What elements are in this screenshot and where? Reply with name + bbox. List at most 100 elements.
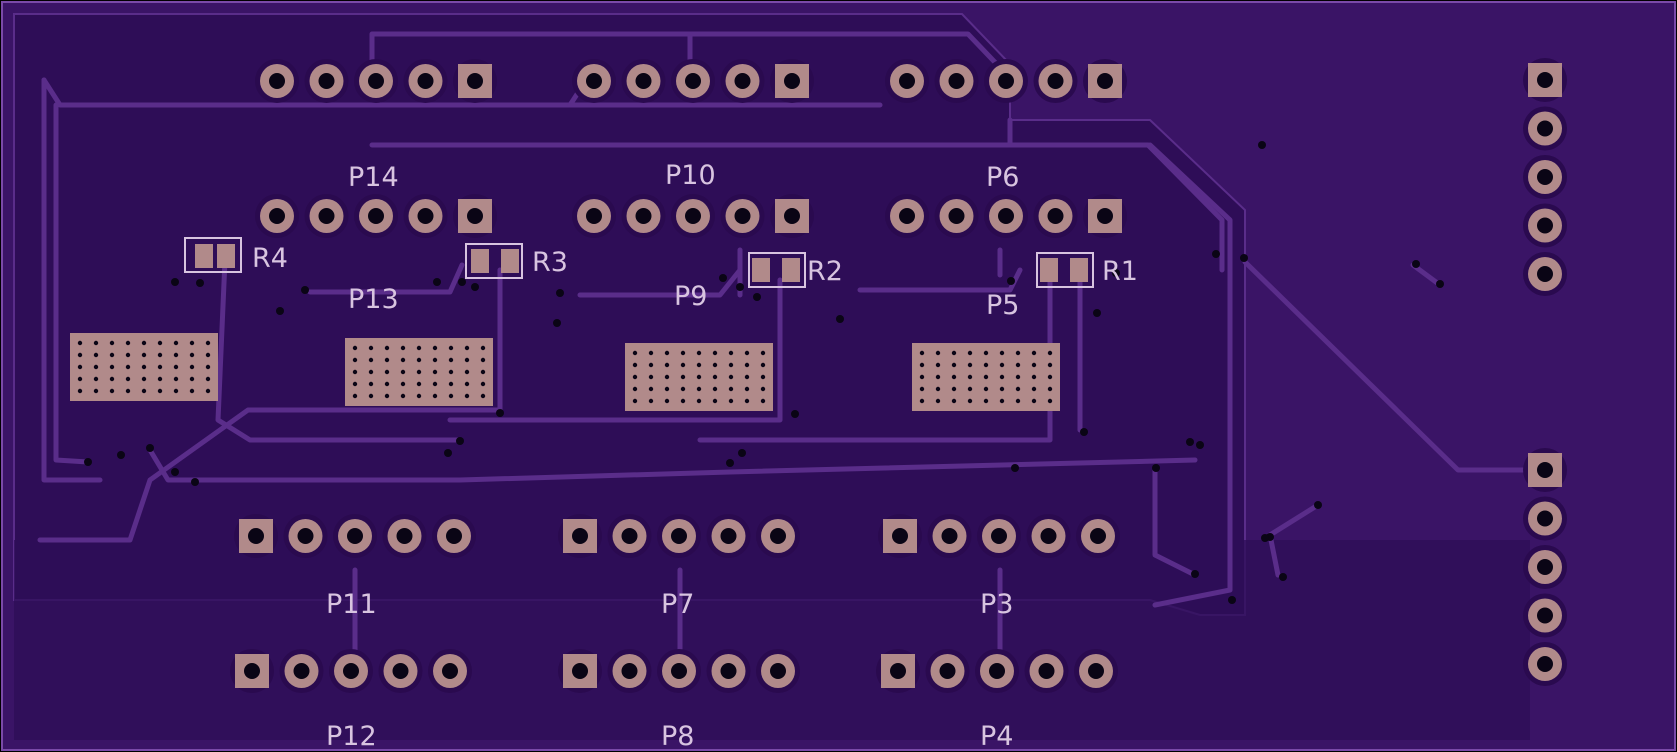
drill-dot <box>1031 362 1037 368</box>
drill-dot <box>189 352 195 358</box>
drill-dot <box>680 386 686 392</box>
drill-dot <box>728 374 734 380</box>
drill-hole <box>671 528 687 544</box>
header-p7 <box>558 514 800 558</box>
drill-dot <box>480 345 486 351</box>
drill-hole <box>248 528 264 544</box>
drill-hole <box>941 528 958 544</box>
drill-hole <box>892 528 908 544</box>
via <box>719 274 727 282</box>
label-r3: R3 <box>532 247 568 278</box>
drill-dot <box>368 393 374 399</box>
drill-dot <box>93 340 99 346</box>
via <box>1314 501 1322 509</box>
drill-dot <box>712 398 718 404</box>
drill-hole <box>1040 528 1057 544</box>
drill-hole <box>396 528 413 544</box>
drill-dot <box>448 393 454 399</box>
drill-dot <box>664 398 670 404</box>
drill-dot <box>648 350 654 356</box>
drill-dot <box>189 376 195 382</box>
drill-dot <box>696 398 702 404</box>
drill-hole <box>685 208 701 224</box>
drill-dot <box>696 350 702 356</box>
via <box>556 289 564 297</box>
drill-dot <box>967 362 973 368</box>
drill-hole <box>343 663 359 679</box>
drill-dot <box>157 388 163 394</box>
drill-dot <box>432 381 438 387</box>
drill-dot <box>384 345 390 351</box>
drill-hole <box>1537 266 1553 282</box>
drill-dot <box>744 350 750 356</box>
drill-hole <box>347 528 363 544</box>
drill-hole <box>635 208 652 224</box>
drill-dot <box>448 369 454 375</box>
drill-dot <box>1015 350 1021 356</box>
drill-dot <box>744 386 750 392</box>
drill-hole <box>685 73 701 89</box>
drill-dot <box>712 362 718 368</box>
drill-hole <box>1038 663 1055 679</box>
drill-dot <box>464 381 470 387</box>
drill-dot <box>1031 386 1037 392</box>
drill-hole <box>991 528 1007 544</box>
drill-dot <box>744 362 750 368</box>
drill-dot <box>157 376 163 382</box>
drill-dot <box>999 362 1005 368</box>
label-p10: P10 <box>665 160 716 191</box>
header-p9 <box>572 194 814 238</box>
label-p11: P11 <box>326 589 377 620</box>
drill-hole <box>1537 462 1553 478</box>
via <box>1258 141 1266 149</box>
via <box>456 437 464 445</box>
drill-dot <box>400 345 406 351</box>
header-p12 <box>230 649 472 693</box>
drill-dot <box>189 388 195 394</box>
drill-hole <box>1537 217 1553 234</box>
drill-hole <box>572 663 588 679</box>
drill-hole <box>269 73 285 89</box>
drill-dot <box>632 350 638 356</box>
drill-dot <box>384 381 390 387</box>
drill-dot <box>632 398 638 404</box>
label-p9: P9 <box>674 281 707 312</box>
drill-hole <box>770 528 786 544</box>
smd-drill-holes <box>77 340 1053 404</box>
drill-dot <box>999 350 1005 356</box>
drill-hole <box>784 208 800 224</box>
drill-hole <box>446 528 462 544</box>
drill-dot <box>464 393 470 399</box>
resistors <box>184 237 1094 288</box>
drill-hole <box>1537 72 1553 88</box>
drill-dot <box>967 374 973 380</box>
drill-dot <box>632 386 638 392</box>
drill-hole <box>442 663 458 679</box>
via <box>1212 250 1220 258</box>
via <box>444 449 452 457</box>
drill-dot <box>760 350 766 356</box>
drill-dot <box>728 350 734 356</box>
via <box>791 410 799 418</box>
via <box>191 478 199 486</box>
label-r2: R2 <box>807 256 843 287</box>
via <box>1186 438 1194 446</box>
drill-dot <box>480 357 486 363</box>
drill-dot <box>205 376 211 382</box>
via <box>301 286 309 294</box>
drill-dot <box>157 340 163 346</box>
drill-dot <box>680 362 686 368</box>
drill-hole <box>720 528 737 544</box>
drill-hole <box>1537 656 1553 672</box>
label-p14: P14 <box>348 162 399 193</box>
drill-dot <box>983 374 989 380</box>
drill-dot <box>432 393 438 399</box>
drill-dot <box>712 386 718 392</box>
drill-dot <box>205 388 211 394</box>
drill-dot <box>760 386 766 392</box>
via <box>471 283 479 291</box>
drill-dot <box>432 357 438 363</box>
drill-hole <box>318 73 335 89</box>
drill-dot <box>760 398 766 404</box>
drill-dot <box>648 398 654 404</box>
